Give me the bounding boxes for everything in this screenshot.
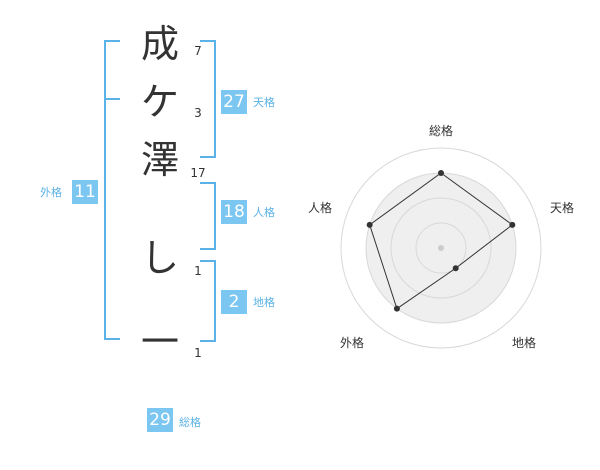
jinkaku-label: 人格 bbox=[253, 206, 275, 219]
radar-label-soukaku: 総格 bbox=[429, 123, 453, 138]
radar-point-1 bbox=[509, 221, 516, 228]
fortune-radar-chart: 総格 天格 地格 外格 人格 bbox=[308, 123, 574, 350]
tenkaku-badge: 27 bbox=[221, 90, 247, 114]
gaikaku-badge: 11 bbox=[72, 180, 98, 204]
stroke-count-5: 1 bbox=[194, 346, 202, 360]
soukaku-badge: 29 bbox=[147, 408, 173, 432]
tenkaku-label: 天格 bbox=[253, 96, 275, 109]
radar-label-tenkaku: 天格 bbox=[550, 200, 574, 215]
soukaku-label: 総格 bbox=[179, 416, 201, 429]
name-char-4: し bbox=[140, 236, 179, 280]
radar-point-3 bbox=[393, 305, 400, 312]
radar-point-0 bbox=[438, 170, 444, 176]
stroke-count-3: 17 bbox=[190, 166, 206, 180]
radar-label-gaikaku: 外格 bbox=[340, 335, 364, 350]
jinkaku-badge: 18 bbox=[221, 200, 247, 224]
radar-point-4 bbox=[366, 221, 373, 228]
chikaku-label: 地格 bbox=[253, 296, 275, 309]
stroke-count-2: 3 bbox=[194, 106, 202, 120]
radar-point-2 bbox=[452, 265, 459, 272]
name-char-3: 澤 bbox=[140, 138, 179, 182]
radar-label-jinkaku: 人格 bbox=[308, 200, 332, 215]
radar-polygon bbox=[369, 172, 514, 310]
name-char-5: 一 bbox=[140, 320, 179, 364]
gaikaku-label: 外格 bbox=[40, 186, 62, 199]
stroke-count-1: 7 bbox=[194, 44, 202, 58]
radar-center-dot bbox=[438, 245, 444, 251]
name-char-1: 成 bbox=[140, 22, 179, 66]
stroke-count-4: 1 bbox=[194, 264, 202, 278]
chikaku-badge: 2 bbox=[221, 290, 247, 314]
name-char-2: ケ bbox=[140, 80, 179, 124]
radar-label-chikaku: 地格 bbox=[512, 335, 536, 350]
